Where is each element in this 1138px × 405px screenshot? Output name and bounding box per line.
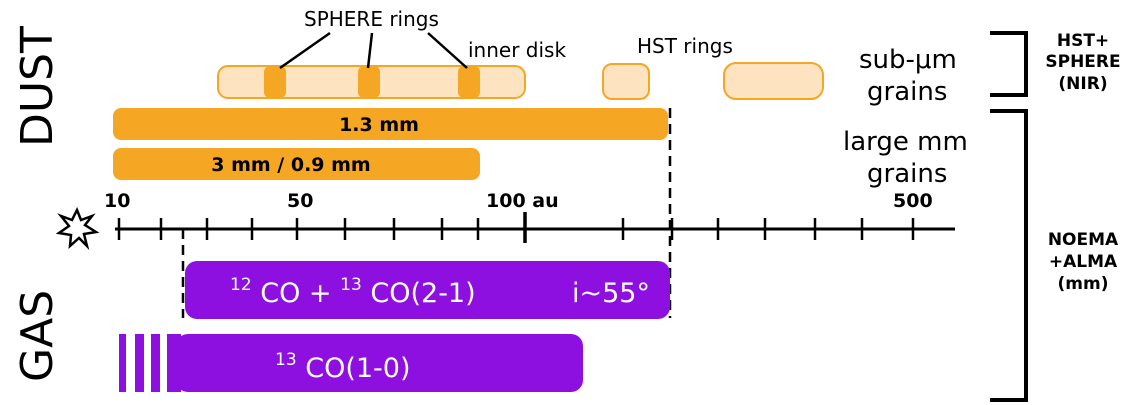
- gas-bar-co10-stripe-4: [167, 334, 181, 392]
- co12-main-text: CO +: [260, 278, 331, 309]
- sphere-rings-label: SPHERE rings: [304, 7, 439, 31]
- hst-sphere-label-line1: HST+: [1057, 31, 1109, 51]
- gas-bar-co10: [176, 334, 583, 392]
- dust-bar-1p3mm: [113, 108, 668, 140]
- sphere-rings-pointer-3: [427, 32, 468, 69]
- sphere-ring-marker-1: [264, 66, 286, 98]
- inclination-label: i~55°: [572, 278, 650, 309]
- hst-ring-region-outer: [723, 62, 824, 100]
- inner-disk-label: inner disk: [468, 38, 566, 62]
- co13-tail-text: CO(2-1): [370, 278, 475, 309]
- sphere-rings-pointer-2: [366, 32, 374, 69]
- hst-sphere-label-line2: SPHERE: [1045, 52, 1120, 72]
- co12-superscript: 12: [230, 275, 252, 295]
- sphere-ring-marker-3: [458, 66, 480, 98]
- gas-bar-co10-stripe-2: [135, 334, 144, 392]
- large-mm-grains-label-line1: large mm: [843, 127, 968, 157]
- dust-bar-3mm-0p9mm: [113, 148, 480, 180]
- sub-micron-grains-label-line1: sub-μm: [859, 45, 957, 75]
- dust-section-label: DUST: [12, 26, 63, 147]
- gas-bar-co10-label: 13 CO(1-0): [275, 341, 411, 384]
- large-mm-grains-label-line2: grains: [867, 159, 947, 189]
- co13-superscript: 13: [340, 275, 362, 295]
- hst-rings-label: HST rings: [637, 34, 733, 58]
- noema-alma-label-line3: (mm): [1058, 274, 1109, 294]
- axis-tick-label-100au: 100 au: [486, 190, 559, 212]
- radius-axis: [115, 212, 955, 243]
- noema-alma-bracket: [990, 109, 1028, 402]
- star-icon: [55, 206, 100, 251]
- axis-tick-label-500: 500: [893, 190, 933, 212]
- dust-bar-3mm-0p9mm-label: 3 mm / 0.9 mm: [211, 154, 370, 176]
- dust-bar-1p3mm-label: 1.3 mm: [339, 114, 419, 136]
- noema-alma-label-line1: NOEMA: [1048, 230, 1119, 250]
- gas-bar-co21: [185, 261, 670, 319]
- gas-bar-co10-stripe-1: [119, 334, 126, 392]
- gas-section-label: GAS: [12, 290, 63, 382]
- axis-tick-label-10: 10: [104, 190, 130, 212]
- sub-micron-grains-label-line2: grains: [867, 77, 947, 107]
- sphere-rings-pointer-1: [279, 31, 331, 70]
- axis-tick-label-50: 50: [287, 190, 313, 212]
- co13-10-superscript: 13: [275, 350, 297, 370]
- noema-alma-label-line2: +ALMA: [1049, 252, 1118, 272]
- hst-sphere-bracket: [990, 31, 1028, 97]
- sphere-ring-marker-2: [358, 66, 380, 98]
- hst-sphere-label-line3: (NIR): [1058, 74, 1107, 94]
- co13-10-text: CO(1-0): [305, 353, 410, 384]
- gas-bar-co10-stripe-3: [151, 334, 160, 392]
- hst-ring-region-inner: [602, 63, 650, 100]
- gas-bar-co21-label: 12 CO + 13 CO(2-1): [230, 266, 476, 309]
